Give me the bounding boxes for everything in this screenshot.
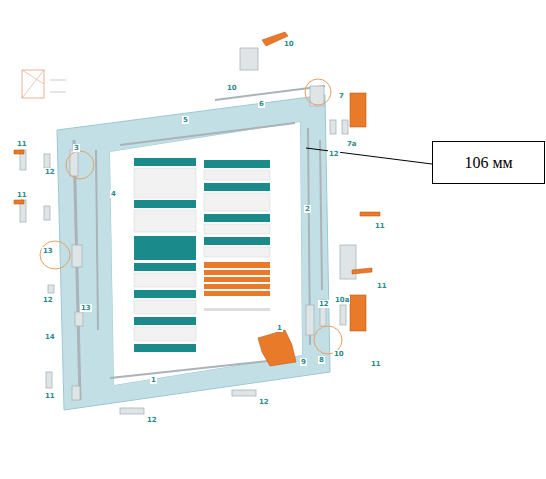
callout-number: 10 bbox=[333, 350, 345, 358]
highlight-circle bbox=[40, 79, 342, 354]
callout-number: 1 bbox=[276, 324, 283, 332]
opening-icon bbox=[22, 70, 66, 98]
callout-number: 8 bbox=[318, 356, 325, 364]
callout-number: 1 bbox=[150, 376, 157, 384]
dimension-text: 106 мм bbox=[464, 154, 512, 172]
callout-number: 11 bbox=[44, 392, 56, 400]
glass-area bbox=[110, 122, 302, 385]
callout-number: 12 bbox=[44, 168, 56, 176]
callout-number: 14 bbox=[44, 333, 56, 341]
callout-number: 10a bbox=[334, 296, 350, 304]
callout-number: 10 bbox=[283, 40, 295, 48]
callout-number: 12 bbox=[146, 416, 158, 424]
callout-number: 10 bbox=[226, 84, 238, 92]
callout-number: 12 bbox=[318, 300, 330, 308]
callout-number: 7a bbox=[346, 140, 358, 148]
callout-number: 11 bbox=[16, 140, 28, 148]
callout-number: 12 bbox=[42, 296, 54, 304]
spec-sheet bbox=[134, 158, 270, 352]
callout-number: 11 bbox=[376, 282, 388, 290]
callout-number: 3 bbox=[73, 144, 80, 152]
callout-number: 2 bbox=[304, 205, 311, 213]
callout-number: 5 bbox=[182, 116, 189, 124]
sash-frame bbox=[57, 95, 330, 410]
callout-number: 13 bbox=[80, 304, 92, 312]
callout-number: 4 bbox=[110, 190, 117, 198]
callout-number: 11 bbox=[374, 222, 386, 230]
hardware-parts bbox=[20, 48, 356, 414]
callout-number: 9 bbox=[300, 358, 307, 366]
callout-number: 12 bbox=[258, 398, 270, 406]
dimension-box: 106 мм bbox=[432, 141, 545, 184]
callout-number: 7 bbox=[338, 92, 345, 100]
callout-number: 11 bbox=[16, 191, 28, 199]
callout-number: 12 bbox=[328, 150, 340, 158]
callout-number: 6 bbox=[258, 100, 265, 108]
orange-parts bbox=[14, 32, 380, 366]
leader-line bbox=[306, 148, 432, 164]
callout-number: 11 bbox=[370, 360, 382, 368]
callout-number: 13 bbox=[42, 247, 54, 255]
